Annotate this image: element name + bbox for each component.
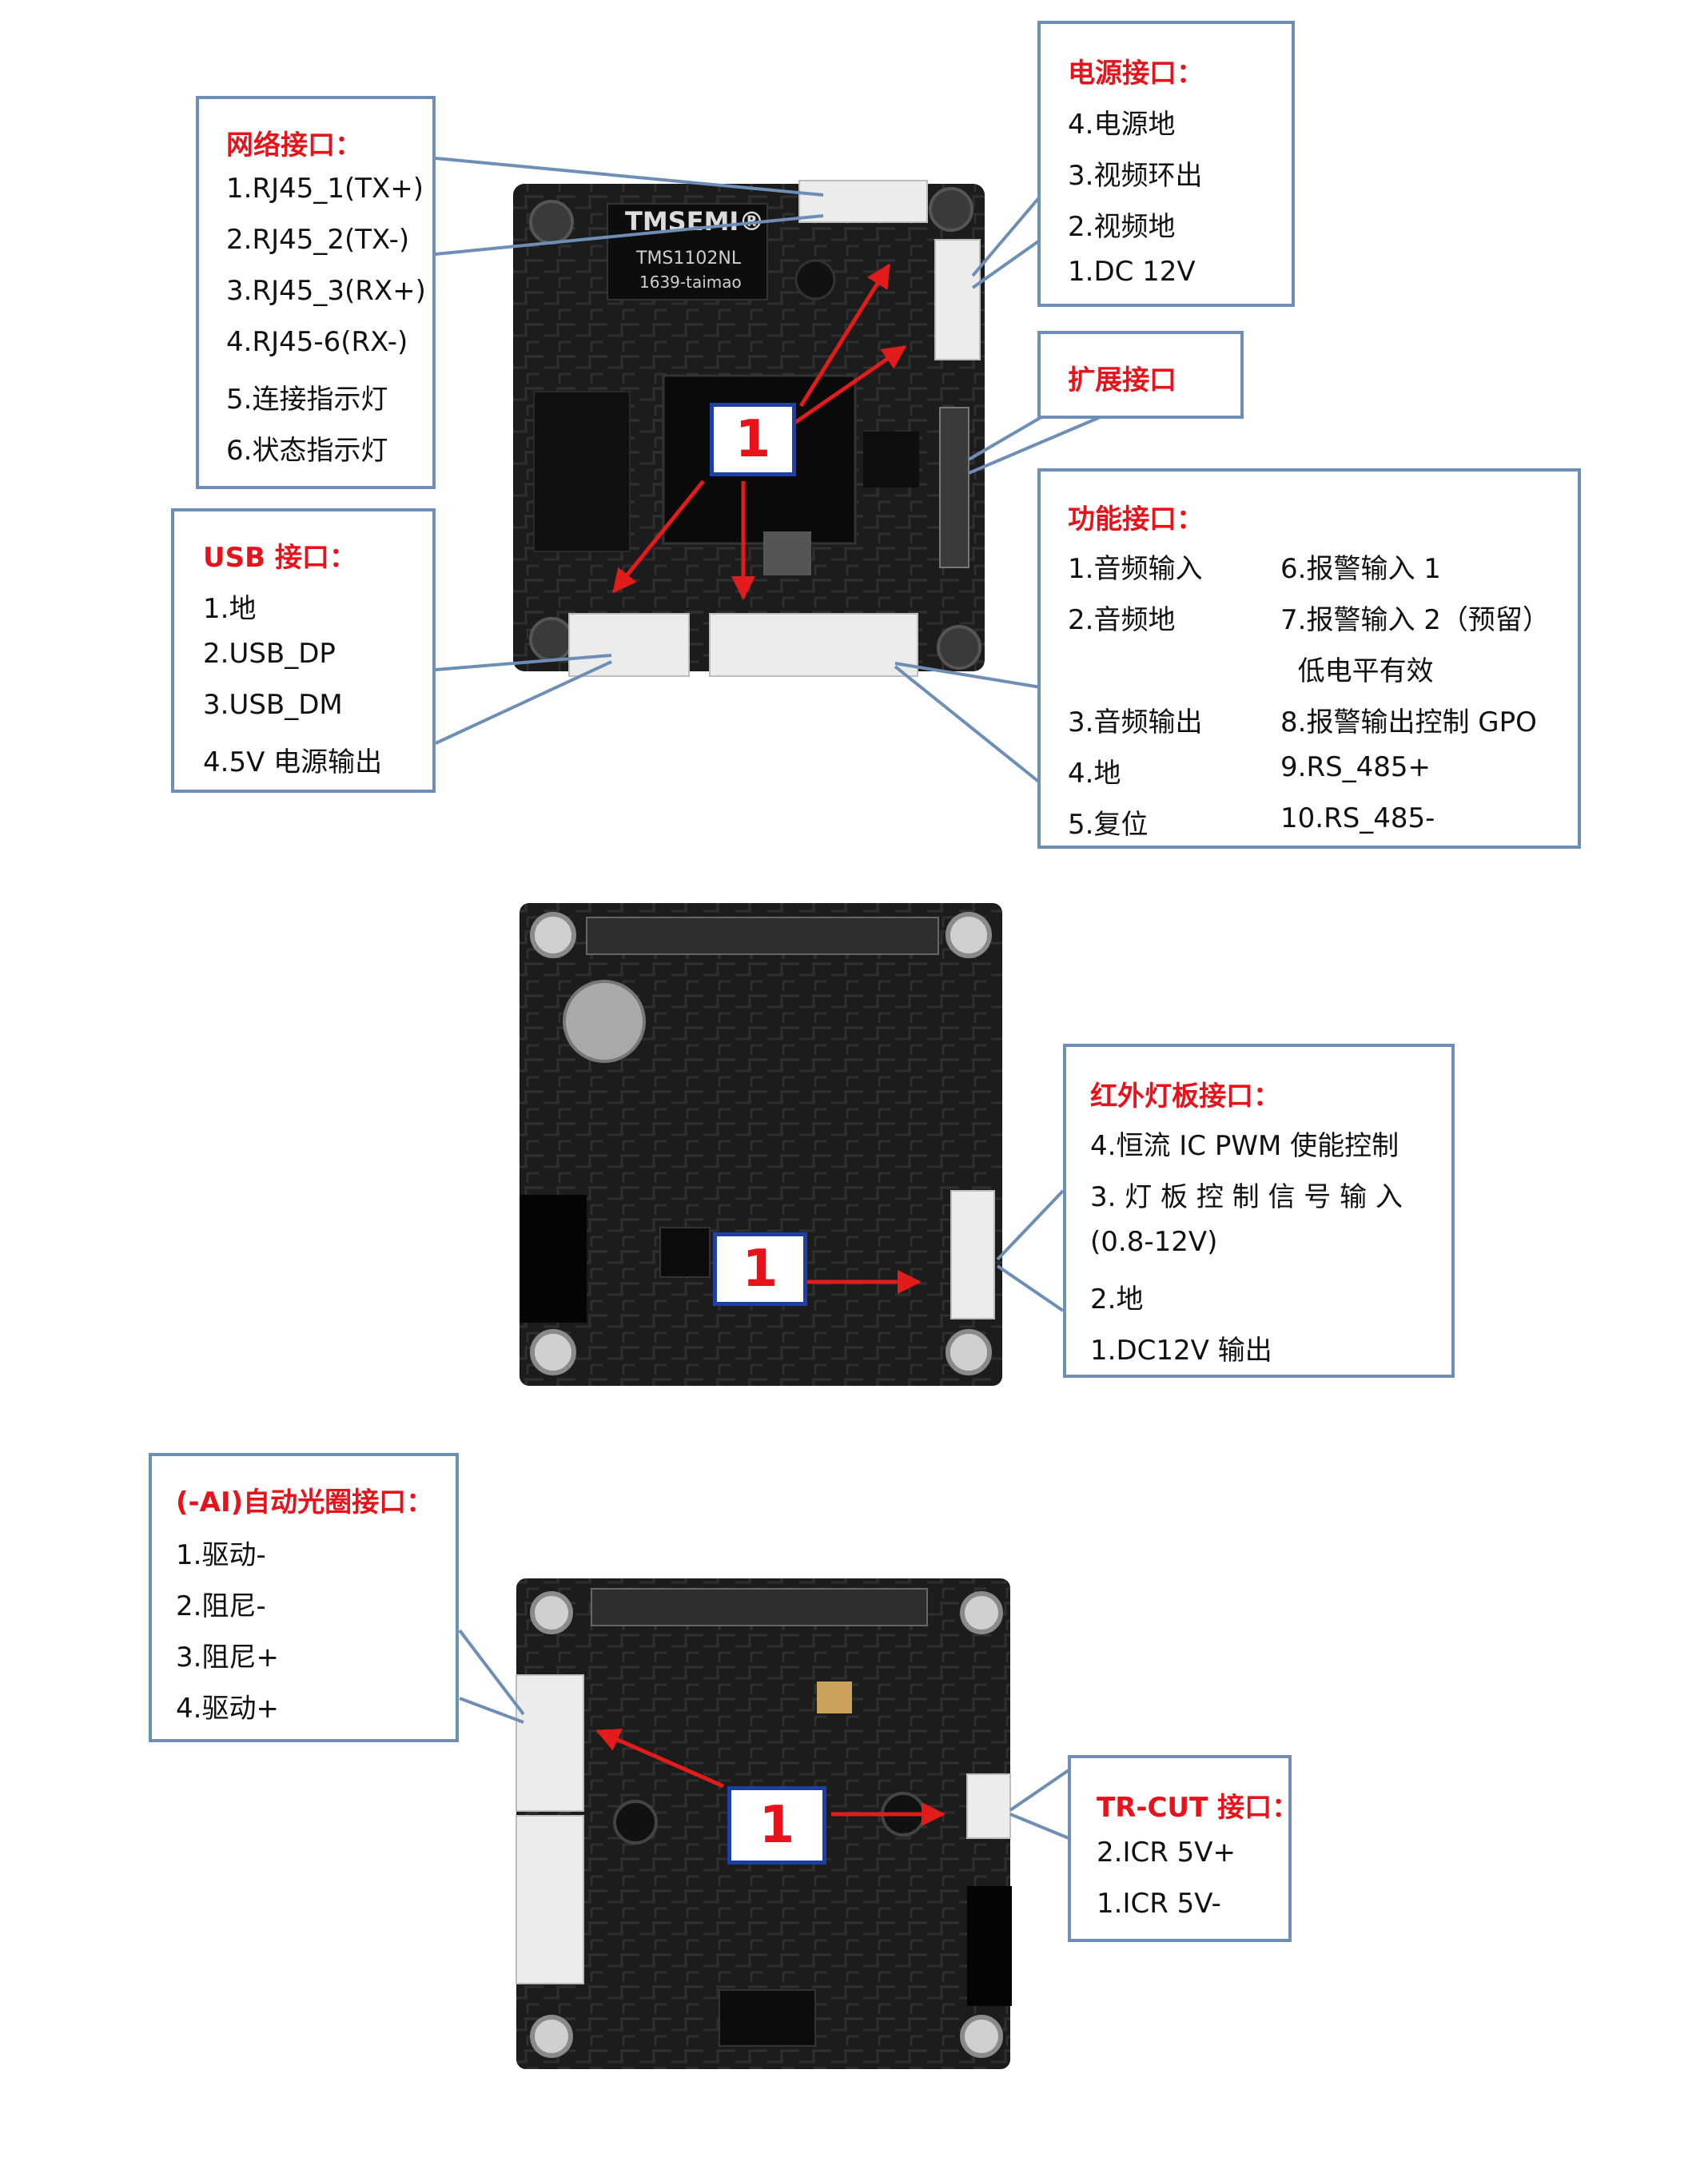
mount-hole xyxy=(929,187,973,232)
expansion-connector xyxy=(939,407,969,568)
callout-title: 网络接口： xyxy=(226,129,362,161)
pin-label: 1.驱动- xyxy=(176,1539,266,1571)
callout-auto-iris-port: (-AI)自动光圈接口： 1.驱动- 2.阻尼- 3.阻尼+ 4.驱动+ xyxy=(149,1453,459,1742)
pin-label: 2.USB_DP xyxy=(203,638,336,670)
callout-title: (-AI)自动光圈接口： xyxy=(176,1486,434,1518)
ext-callout-pointer xyxy=(967,408,1120,475)
pin-label: 9.RS_485+ xyxy=(1280,751,1431,783)
ircut-connector xyxy=(966,1773,1011,1839)
pin-label: 2.视频地 xyxy=(1068,211,1176,243)
pin-label: 4.5V 电源输出 xyxy=(203,746,383,778)
iris-callout-pointer xyxy=(458,1629,525,1724)
pin-label: 4.电源地 xyxy=(1068,109,1176,141)
pin-label: 1.DC12V 输出 xyxy=(1090,1335,1272,1367)
ircut-callout-pointer xyxy=(1009,1769,1070,1840)
fpc-connector-top xyxy=(591,1588,928,1626)
pin-label: 7.报警输入 2（预留） xyxy=(1280,604,1550,636)
pin-label: 2.RJ45_2(TX-) xyxy=(226,224,410,256)
ir-callout-pointer xyxy=(996,1189,1065,1312)
ir-board-connector xyxy=(950,1190,995,1319)
callout-ircut-port: TR-CUT 接口： 2.ICR 5V+ 1.ICR 5V- xyxy=(1068,1755,1299,1942)
pin-label: (0.8-12V) xyxy=(1090,1226,1218,1258)
board3-arrows xyxy=(595,1729,946,1826)
pin-label: 4.恒流 IC PWM 使能控制 xyxy=(1090,1130,1399,1162)
pin-label: 低电平有效 xyxy=(1280,655,1434,687)
marker-label: 1 xyxy=(758,1796,795,1855)
pin-label: 1.地 xyxy=(203,593,257,625)
network-transformer-chip xyxy=(607,203,768,300)
function-connector xyxy=(709,613,918,677)
mount-hole xyxy=(937,625,981,670)
pin-label: 3.阻尼+ xyxy=(176,1642,279,1674)
pin-label: 1.DC 12V xyxy=(1068,256,1196,288)
marker-board1: 1 xyxy=(710,403,796,476)
pin-label: 1.ICR 5V- xyxy=(1097,1888,1221,1920)
pin-label: 3. 灯 板 控 制 信 号 输 入 xyxy=(1090,1181,1403,1213)
callout-usb-port: USB 接口： 1.地 2.USB_DP 3.USB_DM 4.5V 电源输出 xyxy=(171,508,436,793)
marker-board2: 1 xyxy=(713,1232,807,1306)
pin-label: 4.驱动+ xyxy=(176,1693,279,1725)
dram-chip xyxy=(533,391,631,552)
marker-board3: 1 xyxy=(727,1786,826,1865)
auto-iris-connector xyxy=(516,1674,584,1812)
board-2-pcb xyxy=(520,903,1002,1386)
pin-label: 4.RJ45-6(RX-) xyxy=(226,326,408,358)
callout-network-port: 网络接口： 1.RJ45_1(TX+) 2.RJ45_2(TX-) 3.RJ45… xyxy=(196,96,436,489)
pin-label: 5.复位 xyxy=(1068,809,1149,841)
power-connector xyxy=(934,239,981,360)
aux-connector-left xyxy=(516,1815,584,1984)
pin-label: 6.状态指示灯 xyxy=(226,435,388,467)
chip-text-code: 1639-taimao xyxy=(639,273,742,292)
power-callout-pointer xyxy=(971,194,1042,289)
pin-label: 3.RJ45_3(RX+) xyxy=(226,275,426,307)
pin-label: 2.阻尼- xyxy=(176,1590,266,1622)
callout-expansion-port: 扩展接口 xyxy=(1037,331,1244,419)
mount-hole xyxy=(529,200,574,245)
callout-function-port: 功能接口： 1.音频输入 2.音频地 3.音频输出 4.地 5.复位 6.报警输… xyxy=(1037,468,1581,849)
callout-title: TR-CUT 接口： xyxy=(1097,1792,1300,1824)
pin-label: 1.音频输入 xyxy=(1068,553,1203,585)
pin-label: 2.地 xyxy=(1090,1283,1144,1315)
pin-label: 6.报警输入 1 xyxy=(1280,553,1441,585)
pin-label: 10.RS_485- xyxy=(1280,802,1435,834)
pin-label: 2.音频地 xyxy=(1068,604,1176,636)
callout-title: 电源接口： xyxy=(1068,58,1204,90)
board1-arrows xyxy=(612,263,907,600)
pin-label: 4.地 xyxy=(1068,758,1121,790)
callout-title: 扩展接口 xyxy=(1068,364,1176,396)
callout-ir-board-port: 红外灯板接口： 4.恒流 IC PWM 使能控制 3. 灯 板 控 制 信 号 … xyxy=(1063,1044,1455,1378)
usb-callout-pointer xyxy=(435,654,612,745)
chip-text-model: TMS1102NL xyxy=(635,249,742,269)
func-callout-pointer xyxy=(894,662,1042,785)
pin-label: 3.音频输出 xyxy=(1068,706,1203,738)
pin-label: 1.RJ45_1(TX+) xyxy=(226,173,424,205)
pin-label: 2.ICR 5V+ xyxy=(1097,1837,1236,1869)
coin-battery xyxy=(563,980,646,1063)
net-callout-pointer xyxy=(435,157,824,256)
marker-label: 1 xyxy=(735,410,771,469)
callout-title: 红外灯板接口： xyxy=(1090,1081,1280,1112)
pin-label: 5.连接指示灯 xyxy=(226,384,388,416)
mount-hole xyxy=(529,617,574,662)
board1-callout-lines xyxy=(435,157,1120,785)
callout-title: 功能接口： xyxy=(1068,503,1204,535)
callout-power-port: 电源接口： 4.电源地 3.视频环出 2.视频地 1.DC 12V xyxy=(1037,21,1295,307)
usb-connector xyxy=(568,613,690,677)
fpc-connector-top xyxy=(586,917,939,955)
callout-title: USB 接口： xyxy=(203,542,356,574)
pin-label: 3.USB_DM xyxy=(203,689,343,721)
pin-label: 8.报警输出控制 GPO xyxy=(1280,706,1537,738)
pin-label: 3.视频环出 xyxy=(1068,160,1203,192)
marker-label: 1 xyxy=(742,1240,778,1299)
